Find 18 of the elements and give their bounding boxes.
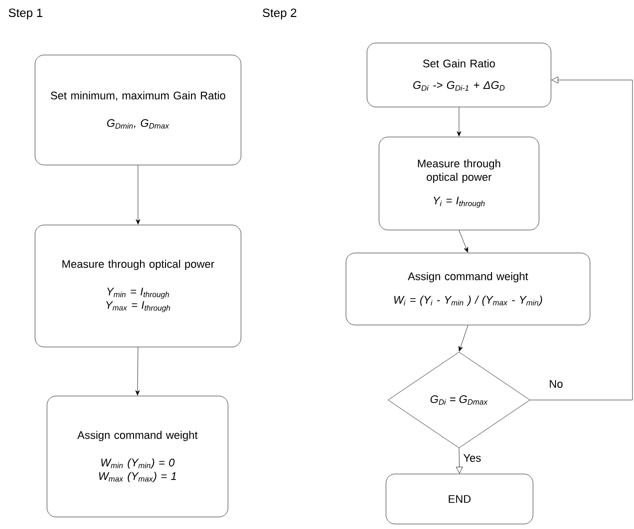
process-box: Set minimum, maximum Gain Ratio G$_{Dmin}$, G$_{Dmax}$ [34,54,242,166]
arrow [456,448,463,474]
arrow [458,325,468,352]
process-box: Assign command weight W$_{min}$ (Y$_{min}$) = 0 W$_{max}$ (Y$_{max}$) = 1 [46,396,228,518]
process-box: Assign command weight W$_{i}$ = (Y$_{i}$ - Y$_{min}$ ) / (Y$_{max}$ - Y$_{min}$) [346,252,590,326]
step-heading: Step 2 [262,8,296,20]
edge-label: Yes [463,454,481,462]
edge-label: No [550,380,563,388]
arrow [136,165,140,224]
arrow [458,230,468,252]
arrow [135,347,140,396]
process-box: Measure through optical power Y$_{i}$ = I$_{through}$ [378,136,540,230]
arrow [456,107,462,136]
arrow [530,76,633,400]
process-box: END [386,474,534,524]
process-box: Measure through optical power Y$_{min}$ = I$_{through}$ Y$_{max}$ = I$_{through}$ [34,224,242,348]
step-heading: Step 1 [8,8,42,20]
process-box: Set Gain Ratio G$_{Di}$ -> G$_{Di-1}$ + ΔG$_{D}$ [366,42,552,108]
